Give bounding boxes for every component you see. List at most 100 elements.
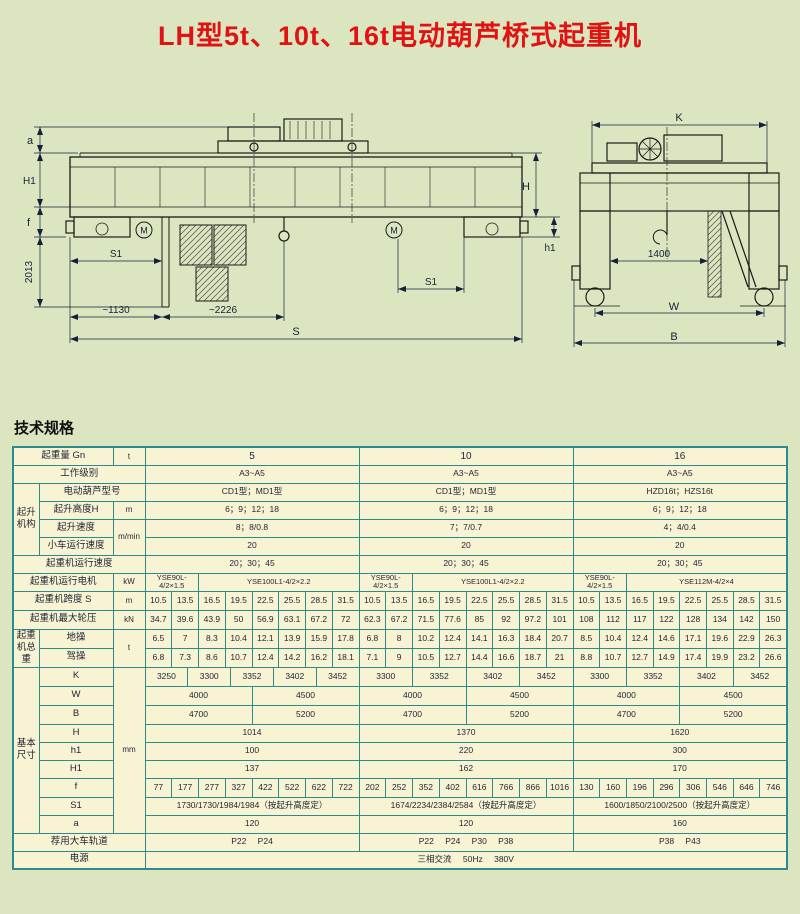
dim-H1-10t: 162 [358, 759, 574, 779]
value-cell: 17.4 [679, 649, 706, 666]
value-cell: 62.3 [364, 613, 381, 624]
value-cell: 6.8 [366, 632, 379, 643]
row-label: W [38, 685, 114, 706]
rail-16t: P38 P43 [572, 832, 788, 852]
value-cell: 26.6 [759, 649, 786, 666]
lift-height-5t: 6；9；12；18 [144, 500, 360, 520]
motor-label-right: M [390, 226, 398, 236]
row-work-class: 工作级别 A3~A5 A3~A5 A3~A5 [12, 464, 788, 484]
value-cell: 13.5 [599, 592, 626, 609]
value-cell: 16.5 [625, 592, 653, 609]
motor-5t-a: YSE90L-4/2×1.5 [144, 572, 199, 592]
row-rail: 荐用大车轨道 P22 P24 P22 P24 P30 P38 P38 P43 [12, 832, 788, 852]
value-cell: 28.5 [305, 592, 332, 609]
unit-cell: mm [112, 666, 146, 834]
dim-H-5t: 1014 [144, 723, 360, 743]
end-carriages [65, 216, 529, 238]
value-cell: 10.5 [150, 594, 167, 605]
row-label: B [38, 704, 114, 725]
crane-speed-16t: 20；30；45 [572, 554, 788, 574]
value-cell: 16.2 [305, 649, 332, 666]
row-label: 起重机运行电机 [12, 572, 114, 592]
value-cell: 50 [224, 611, 252, 628]
value-cell: 92 [492, 611, 519, 628]
value-cell: 622 [305, 779, 332, 796]
value-cell: 8 [385, 630, 412, 647]
row-capacity: 起重量 Gn t 5 10 16 [12, 446, 788, 466]
value-cell: 10.5 [412, 649, 439, 666]
group-label-total-weight: 起重机总重 [12, 628, 40, 668]
travel-motors [135, 221, 403, 239]
value-cell: 117 [625, 611, 653, 628]
dim-label-1400: 1400 [648, 249, 671, 260]
row-label: 工作级别 [12, 464, 146, 484]
row-dim-S1: S1 1730/1730/1984/1984（按起升高度定） 1674/2234… [13, 796, 788, 816]
dim-H1-5t: 137 [144, 759, 360, 779]
value-cell: 19.6 [705, 630, 733, 647]
row-label: 电源 [12, 850, 146, 870]
value-cell: 77 [153, 781, 164, 792]
trolley-speed-16t: 20 [572, 536, 788, 556]
girder [69, 152, 523, 218]
row-label: 起重机最大轮压 [12, 609, 114, 630]
value-cell: 6.8 [152, 651, 165, 662]
row-lift-speed: 起升速度 m/min 8；8/0.8 7；7/0.7 4；4/0.4 [13, 518, 788, 556]
value-cell: 18.4 [519, 630, 546, 647]
value-cell: 16.5 [412, 592, 439, 609]
value-cell: 10.2 [412, 630, 439, 647]
value-cell: 3402 [272, 668, 316, 685]
page-title: LH型5t、10t、16t电动葫芦桥式起重机 [157, 21, 643, 51]
value-cell: 7.3 [171, 649, 198, 666]
dim-label-H1: H1 [23, 176, 36, 187]
value-cell: 177 [171, 779, 198, 796]
value-cell: 4500 [465, 687, 573, 704]
value-cell: 25.5 [278, 592, 305, 609]
value-cell: 128 [679, 611, 706, 628]
value-cell: 4700 [403, 708, 422, 719]
dim-label-h1: h1 [544, 243, 556, 254]
dimension-labels: a H1 f 2013 S1 ~1130 ~2226 S S1 H h1 [23, 135, 556, 338]
work-class-10t: A3~A5 [358, 464, 574, 484]
value-cell: 17.1 [679, 630, 706, 647]
value-cell: 13.5 [385, 592, 412, 609]
value-cell: 14.1 [465, 630, 493, 647]
row-dim-H1: H1 137 162 170 [13, 759, 788, 779]
motor-10t-a: YSE90L-4/2×1.5 [358, 572, 413, 592]
value-cell: 8.8 [580, 651, 593, 662]
dim-label-H: H [522, 181, 530, 193]
dim-label-2226: ~2226 [209, 305, 238, 316]
value-cell: 3402 [679, 668, 732, 685]
work-class-5t: A3~A5 [144, 464, 360, 484]
dim-a-10t: 120 [358, 814, 574, 834]
value-cell: 3452 [315, 668, 358, 685]
value-cell: 9 [385, 649, 412, 666]
value-cell: 5200 [679, 706, 786, 723]
hoist-model-10t: CD1型；MD1型 [358, 482, 574, 502]
value-cell: 252 [385, 779, 412, 796]
value-cell: 12.4 [625, 630, 653, 647]
value-cell: 12.4 [251, 649, 279, 666]
value-cell: 150 [759, 611, 786, 628]
value-cell: 12.4 [438, 630, 466, 647]
value-cell: 10.5 [578, 594, 595, 605]
value-cell: 160 [599, 779, 626, 796]
dimension-lines [34, 126, 560, 343]
value-cell: 130 [579, 781, 594, 792]
value-cell: 14.4 [465, 649, 493, 666]
value-cell: 77.6 [438, 611, 466, 628]
value-cell: 4700 [189, 708, 208, 719]
row-label: 荐用大车轨道 [12, 832, 146, 852]
row-label: H [38, 723, 114, 743]
row-dim-h1: h1 100 220 300 [13, 741, 788, 761]
